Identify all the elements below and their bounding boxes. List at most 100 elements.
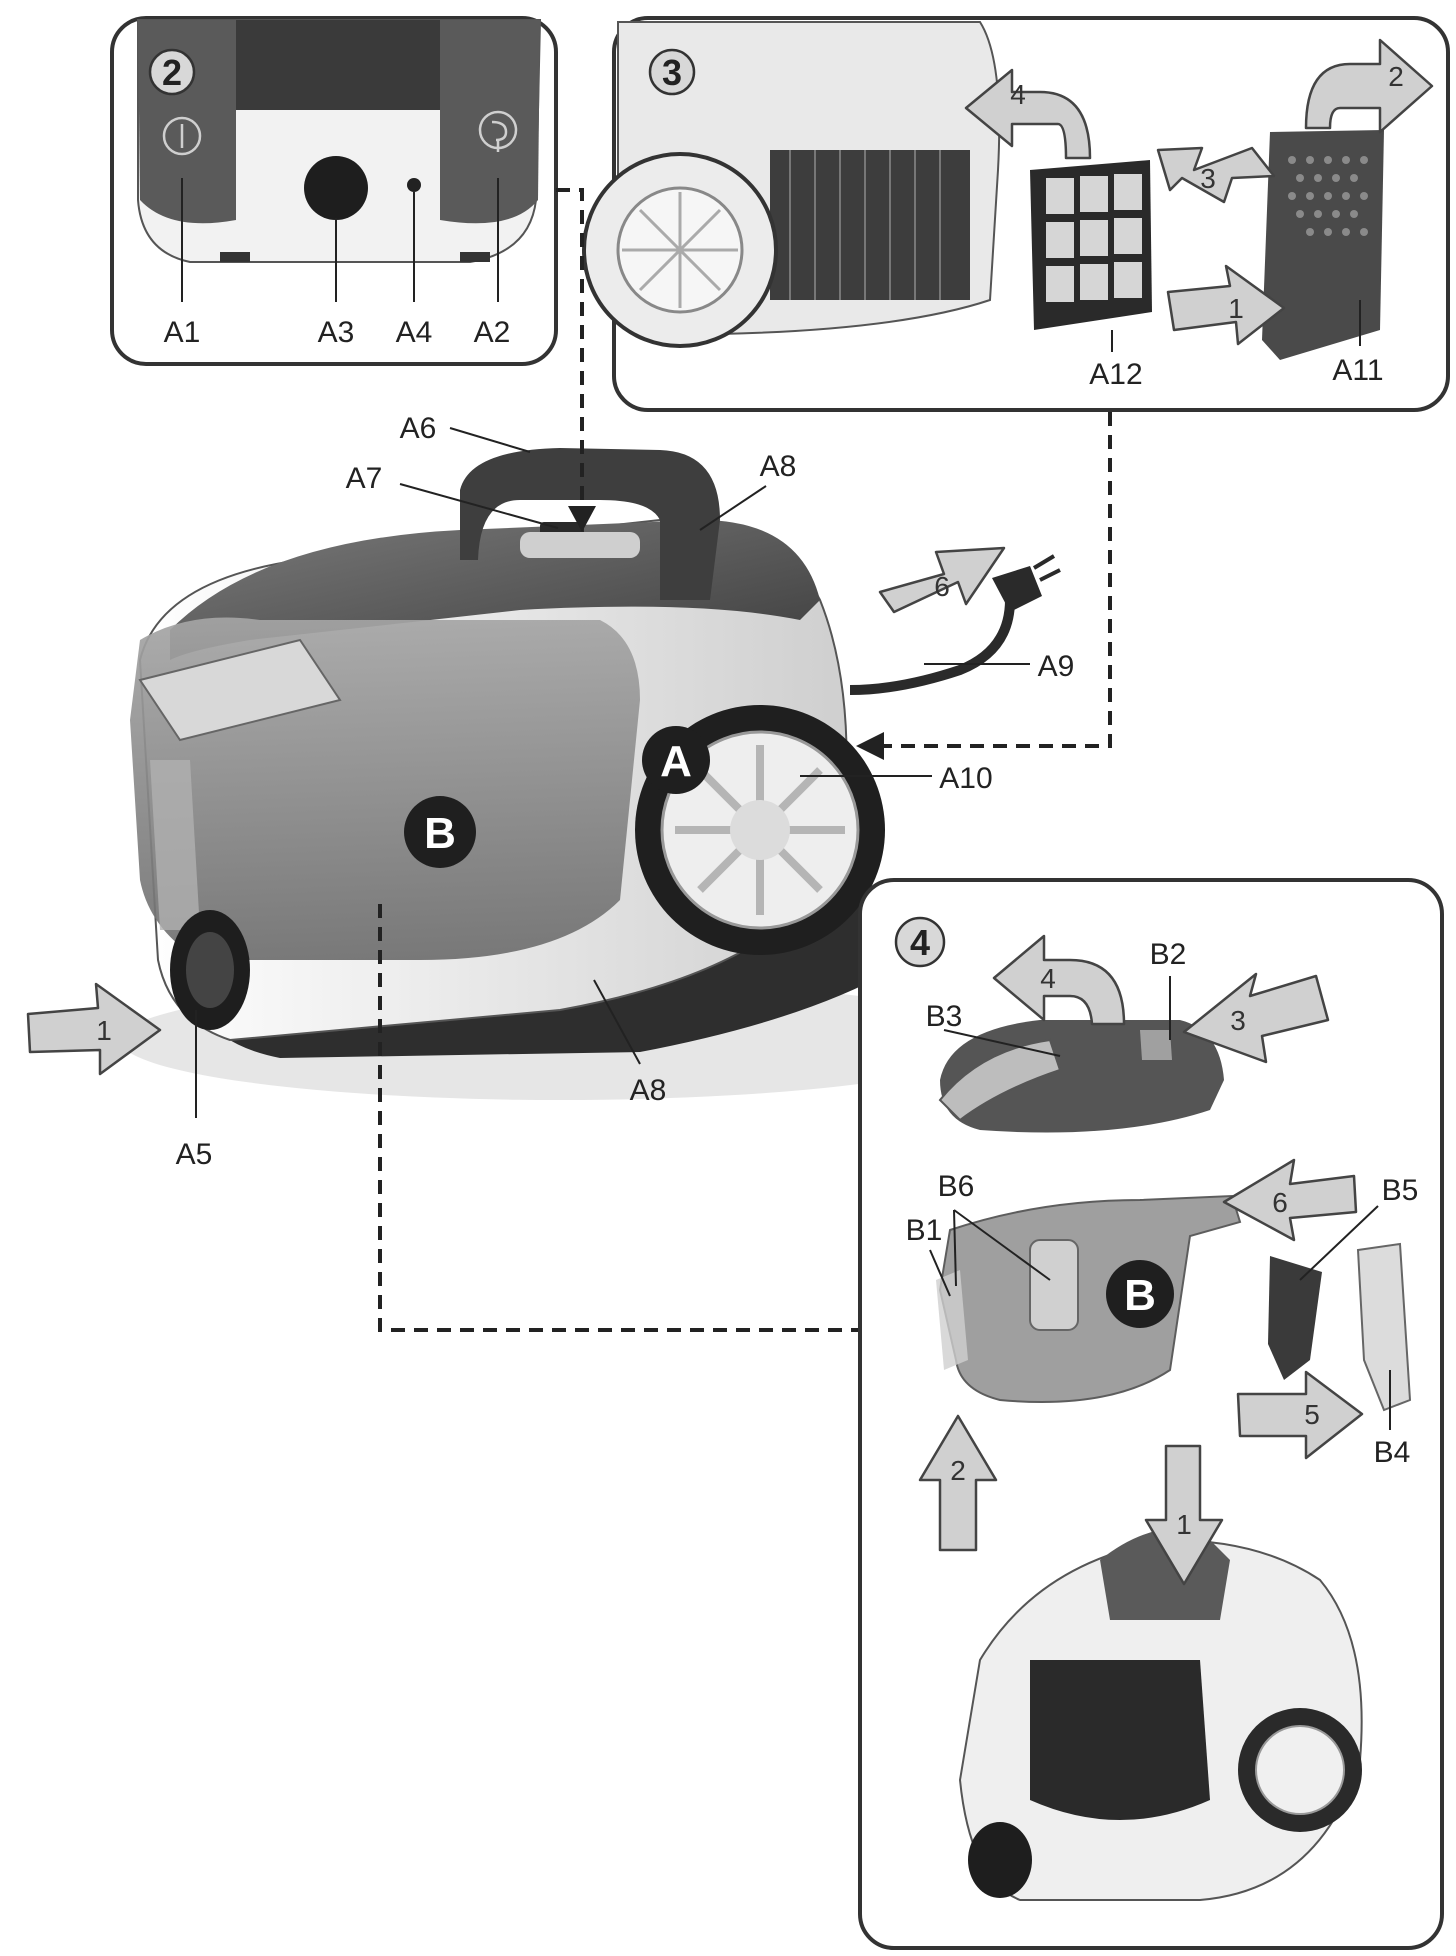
label-a1: A1	[164, 316, 201, 349]
panel-4-number-badge	[894, 916, 946, 968]
label-a5: A5	[176, 1138, 213, 1171]
badge-a-text: A	[660, 737, 692, 786]
badge-b-main	[404, 796, 476, 868]
lid-release-button	[1140, 1030, 1172, 1060]
panel-4-step-3: 3	[1230, 1005, 1246, 1036]
connector-panel-2-arrowhead	[568, 506, 596, 532]
badge-b-detail	[1106, 1260, 1174, 1328]
dust-container-b-detail	[938, 1194, 1242, 1403]
label-a3: A3	[318, 316, 355, 349]
panel-3-step-4: 4	[1010, 79, 1026, 110]
main-step-arrow-6	[878, 546, 1006, 614]
indicator-light-a4	[407, 178, 421, 192]
carry-handle-a6	[460, 448, 720, 600]
power-cord-a9	[849, 599, 1015, 695]
container-cavity	[1030, 1660, 1210, 1820]
hepa-filter-pleats	[1046, 174, 1142, 302]
panel-4-step-2: 2	[950, 1455, 966, 1486]
panel-4-step-arrow-1	[1144, 1444, 1224, 1586]
container-handle-b1	[936, 1270, 968, 1370]
cyclone-tube-b6	[1029, 1239, 1079, 1331]
leader-b5	[1299, 1205, 1379, 1281]
panel-3-step-1: 1	[1228, 293, 1244, 324]
label-b6: B6	[938, 1170, 975, 1203]
connector-panel-3-arrowhead	[856, 732, 884, 760]
label-b3: B3	[926, 1000, 963, 1033]
hose-inlet-opening	[186, 932, 234, 1008]
label-b4: B4	[1374, 1436, 1411, 1469]
filter-cover-holes	[1288, 156, 1368, 236]
panel-4-step-arrow-2	[918, 1414, 998, 1552]
label-a7: A7	[346, 462, 383, 495]
inlet-detail	[968, 1822, 1032, 1898]
leader-a7	[399, 483, 559, 529]
panel-4-number: 4	[910, 922, 930, 963]
cord-rewind-icon	[478, 110, 518, 152]
panel-3-number-badge	[648, 48, 696, 96]
panel-4-step-arrow-4	[992, 934, 1126, 1026]
bin-front-clear	[150, 760, 200, 930]
label-a2: A2	[474, 316, 511, 349]
main-wheel-center	[730, 800, 790, 860]
connector-panel-3	[880, 412, 1112, 748]
plug-pin-1	[1032, 554, 1056, 570]
rear-wheel-spokes	[622, 192, 738, 308]
filter-grille-opening	[770, 150, 970, 300]
leader-b6-2	[953, 1209, 1051, 1281]
connector-panel-4	[378, 904, 860, 1332]
label-a8-top: A8	[760, 450, 797, 483]
step-arrow-2-curved	[1304, 38, 1434, 134]
label-a10: A10	[939, 762, 992, 795]
panel-2-control-detail: 2 A1 A3 A4 A2	[110, 16, 558, 366]
label-b5: B5	[1382, 1174, 1419, 1207]
badge-a	[642, 726, 710, 794]
panel-3-exhaust-filter: 3 4 2 3 1 A12 A11	[582, 16, 1450, 412]
step-arrow-4-curved	[964, 68, 1092, 160]
step-arrow-1	[1166, 264, 1286, 346]
leader-a8-bottom	[593, 979, 641, 1065]
label-a12: A12	[1089, 358, 1142, 391]
panel-2-number-badge	[148, 48, 196, 96]
leader-b6	[953, 1209, 957, 1287]
panel-4-step-arrow-5	[1236, 1370, 1364, 1460]
leader-a8-top	[699, 485, 767, 531]
connector-panel-2	[556, 188, 584, 510]
leader-b3	[943, 1029, 1061, 1057]
main-step-1: 1	[96, 1015, 112, 1046]
bin-lid-handle	[138, 638, 342, 742]
control-panel-left-dark	[138, 20, 236, 224]
label-b1: B1	[906, 1214, 943, 1247]
power-plug	[992, 566, 1042, 612]
control-panel-right-dark	[440, 20, 540, 224]
foot-right	[460, 252, 490, 262]
leader-b1	[929, 1249, 951, 1297]
label-a6: A6	[400, 412, 437, 445]
filter-frame-b4	[1356, 1242, 1412, 1412]
leader-a6	[449, 427, 531, 453]
panel-3-number: 3	[662, 52, 682, 93]
main-vacuum-cleaner: A B 1 6 A6 A7 A8 A9 A10 A8 A5	[26, 412, 1074, 1171]
wheel-detail-hub	[1255, 1725, 1345, 1815]
panel-4-step-6: 6	[1272, 1187, 1288, 1218]
panel-4-step-5: 5	[1304, 1399, 1320, 1430]
main-step-6: 6	[934, 571, 950, 602]
foam-filter-b5	[1268, 1256, 1322, 1380]
plug-pin-2	[1039, 568, 1061, 582]
label-a4: A4	[396, 316, 433, 349]
main-step-arrow-1	[26, 982, 162, 1076]
panel-3-step-2: 2	[1388, 61, 1404, 92]
power-dial-a3	[304, 156, 368, 220]
foot-left	[220, 252, 250, 262]
dashed-connectors	[378, 188, 1112, 1332]
panel-4-step-arrow-3	[1182, 972, 1330, 1064]
panel-2-number: 2	[162, 52, 182, 93]
badge-b-main-text: B	[424, 809, 456, 858]
panel-4-dust-container-disassembly: 4 B 4 3 6 5 2 1 B3 B2 B6	[858, 878, 1444, 1950]
step-arrow-3	[1156, 146, 1276, 204]
bin-latch-plate	[520, 532, 640, 558]
label-b2: B2	[1150, 938, 1187, 971]
badge-b-detail-text: B	[1124, 1271, 1156, 1320]
panel-4-step-4: 4	[1040, 963, 1056, 994]
control-panel-top-recess	[236, 20, 440, 110]
